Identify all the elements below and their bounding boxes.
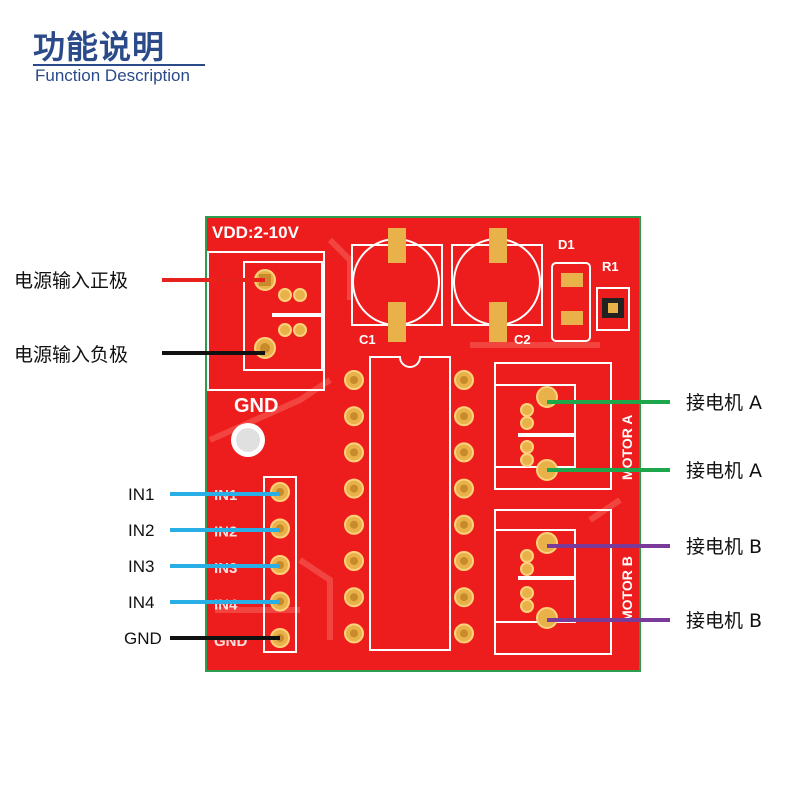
vdd-label: VDD:2-10V <box>212 223 300 242</box>
power-negative-label: 电源输入负极 <box>14 344 128 366</box>
ic-pad-hole <box>460 412 468 421</box>
ic-outline <box>369 356 451 651</box>
capacitor-c2 <box>451 228 543 342</box>
ic-pad-hole <box>460 520 468 529</box>
ic-pad-hole <box>460 557 468 565</box>
ic-pad-hole <box>460 376 468 384</box>
resistor-r1 <box>596 287 630 331</box>
c1-label: C1 <box>359 332 376 347</box>
in1-label: IN1 <box>128 485 154 504</box>
ic-pad-hole <box>460 629 468 638</box>
d1-label: D1 <box>558 237 575 252</box>
c2-label: C2 <box>514 332 531 347</box>
ic-pad-hole <box>350 520 358 529</box>
power-positive-label: 电源输入正极 <box>14 270 128 292</box>
power-terminal-outline <box>207 251 325 391</box>
page-subtitle: Function Description <box>35 66 190 85</box>
header-silk-label: GND <box>214 633 248 650</box>
capacitor-c1 <box>351 228 443 342</box>
ic-pad-hole <box>460 448 468 457</box>
in4-label: IN4 <box>128 593 154 612</box>
ic-pad-hole <box>350 557 358 565</box>
header-silk-label: IN3 <box>214 560 237 577</box>
header-silk-label: IN4 <box>214 597 238 614</box>
ic-pad-hole <box>350 376 358 384</box>
motor-a-callout-1: 接电机 A <box>686 392 762 414</box>
motor-b-callout-2: 接电机 B <box>686 610 762 632</box>
ic-pad-hole <box>460 484 468 493</box>
in3-label: IN3 <box>128 557 154 576</box>
in2-label: IN2 <box>128 521 154 540</box>
page-title: 功能说明 <box>33 28 166 66</box>
ic-pad-hole <box>460 593 468 602</box>
motor-b-label: MOTOR B <box>619 556 635 622</box>
motor-a-label: MOTOR A <box>619 415 635 480</box>
ic-pad-hole <box>350 412 358 421</box>
ic-pads <box>344 370 474 644</box>
board-outline <box>205 216 641 672</box>
gnd-label: GND <box>124 629 162 648</box>
gnd-board-label: GND <box>234 395 278 417</box>
title-underline <box>33 64 205 66</box>
ic-pad-hole <box>350 593 358 602</box>
r1-label: R1 <box>602 259 619 274</box>
motor-a-callout-2: 接电机 A <box>686 460 762 482</box>
motor-b-callout-1: 接电机 B <box>686 536 762 558</box>
diode-d1 <box>551 262 591 342</box>
ic-pad-hole <box>350 484 358 493</box>
ic-pad-hole <box>350 629 358 638</box>
ic-pad-hole <box>350 448 358 457</box>
